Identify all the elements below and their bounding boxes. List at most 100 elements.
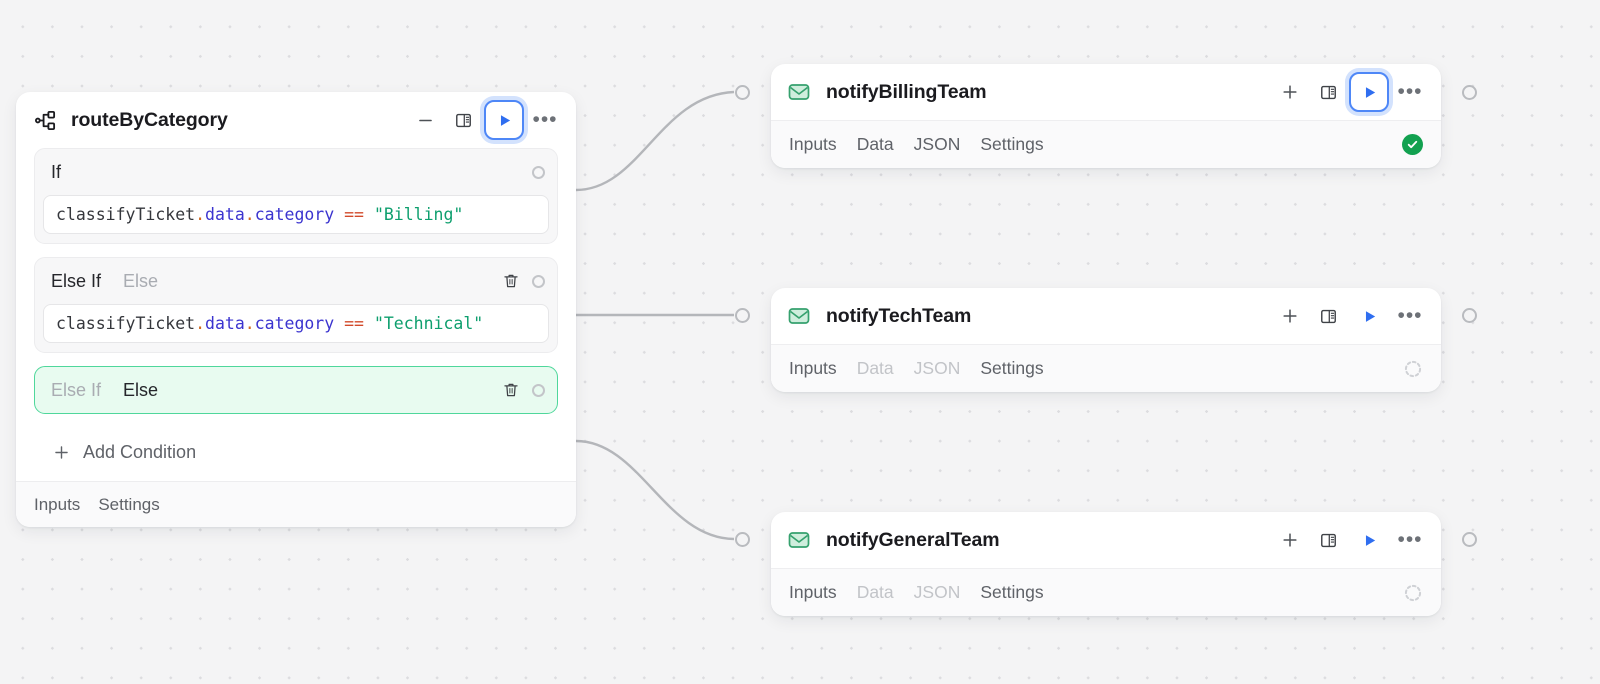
branch-output-port[interactable] [532,274,545,288]
expr-subject: classifyTicket [56,314,196,333]
add-condition-button[interactable]: Add Condition [34,427,558,477]
branch-else-if[interactable]: Else If Else classifyTicket.data.cate [34,257,558,353]
branch-label: Else [123,270,159,291]
tab-data[interactable]: Data [856,134,894,154]
router-footer: Inputs Settings [16,481,576,527]
tab-settings[interactable]: Settings [980,582,1044,602]
expr-dot: . [195,205,206,224]
run-button[interactable] [1349,520,1389,560]
edge-if-to-billing [575,90,735,192]
expr-prop: category [254,205,335,224]
mail-node-tabbar: Inputs Data JSON Settings [771,568,1441,616]
branch-keyword: If [51,161,62,182]
router-header: routeByCategory ••• [16,92,576,148]
expr-operator: == [344,205,364,224]
branch-if-header: If [35,149,557,195]
more-icon[interactable]: ••• [532,108,558,131]
more-icon[interactable]: ••• [1397,80,1423,103]
expr-dot: . [244,314,255,333]
plus-icon[interactable] [1273,75,1307,109]
router-branch-list: If classifyTicket.data.category == "Bill… [16,148,576,481]
branch-output-port[interactable] [532,165,545,179]
panel-icon[interactable] [1311,523,1345,557]
tab-inputs[interactable]: Inputs [789,358,837,378]
expr-dot: . [244,205,255,224]
plus-icon[interactable] [1273,523,1307,557]
panel-icon[interactable] [1311,299,1345,333]
node-notify-billing-team[interactable]: notifyBillingTeam ••• Inp [771,64,1441,168]
panel-icon[interactable] [446,103,480,137]
run-button[interactable] [484,100,524,140]
branch-else-if-tools [502,272,545,290]
plus-icon [52,443,71,462]
branch-keyword: Else If [51,270,102,291]
mail-node-actions: ••• [1273,520,1427,560]
branch-if-tools [532,165,545,179]
branch-if-expression[interactable]: classifyTicket.data.category == "Billing… [43,195,549,234]
edge-endpoint-port[interactable] [735,85,750,100]
status-badge [1402,134,1423,155]
branch-label: Else [123,379,159,400]
more-icon[interactable]: ••• [1397,528,1423,551]
node-output-port[interactable] [1462,308,1477,323]
router-header-actions: ••• [408,100,562,140]
branch-keyword: Else If [51,379,102,400]
dashed-circle-icon [1403,359,1423,379]
mail-node-tabbar: Inputs Data JSON Settings [771,344,1441,392]
mail-node-header: notifyGeneralTeam ••• [771,512,1441,568]
delete-icon[interactable] [502,381,520,399]
expr-prop: data [205,314,245,333]
plus-icon[interactable] [1273,299,1307,333]
add-condition-label: Add Condition [83,441,197,462]
footer-tab-settings[interactable]: Settings [98,494,160,514]
tab-data[interactable]: Data [856,582,894,602]
check-circle-icon [1402,134,1423,155]
expr-prop: category [254,314,335,333]
mail-node-title: notifyTechTeam [826,304,972,327]
delete-icon[interactable] [502,272,520,290]
tab-json[interactable]: JSON [913,582,961,602]
tab-settings[interactable]: Settings [980,358,1044,378]
run-button[interactable] [1349,72,1389,112]
node-notify-general-team[interactable]: notifyGeneralTeam ••• Inp [771,512,1441,616]
mail-node-actions: ••• [1273,72,1427,112]
expr-prop: data [205,205,245,224]
node-output-port[interactable] [1462,85,1477,100]
status-badge [1403,359,1423,379]
expr-subject: classifyTicket [56,205,196,224]
edge-else-to-general [575,439,735,541]
branch-icon [34,109,57,132]
expr-value: "Technical" [373,314,484,333]
mail-node-title: notifyGeneralTeam [826,528,1000,551]
node-output-port[interactable] [1462,532,1477,547]
tab-settings[interactable]: Settings [980,134,1044,154]
minimize-icon[interactable] [408,103,442,137]
run-button[interactable] [1349,296,1389,336]
tab-json[interactable]: JSON [913,134,961,154]
branch-if[interactable]: If classifyTicket.data.category == "Bill… [34,148,558,244]
branch-else-if-expression[interactable]: classifyTicket.data.category == "Technic… [43,304,549,343]
footer-tab-inputs[interactable]: Inputs [34,494,81,514]
expr-operator: == [344,314,364,333]
branch-output-port[interactable] [532,383,545,397]
mail-icon [787,304,811,328]
tab-data[interactable]: Data [856,358,894,378]
branch-else-tools [502,381,545,399]
mail-icon [787,528,811,552]
status-badge [1403,583,1423,603]
tab-inputs[interactable]: Inputs [789,134,837,154]
edge-endpoint-port[interactable] [735,308,750,323]
edge-endpoint-port[interactable] [735,532,750,547]
branch-else-header: Else If Else [35,367,557,413]
branch-else[interactable]: Else If Else [34,366,558,414]
more-icon[interactable]: ••• [1397,304,1423,327]
expr-dot: . [195,314,206,333]
mail-icon [787,80,811,104]
node-route-by-category[interactable]: routeByCategory ••• [16,92,576,527]
tab-inputs[interactable]: Inputs [789,582,837,602]
node-notify-tech-team[interactable]: notifyTechTeam ••• Inputs [771,288,1441,392]
branch-else-if-header: Else If Else [35,258,557,304]
panel-icon[interactable] [1311,75,1345,109]
tab-json[interactable]: JSON [913,358,961,378]
